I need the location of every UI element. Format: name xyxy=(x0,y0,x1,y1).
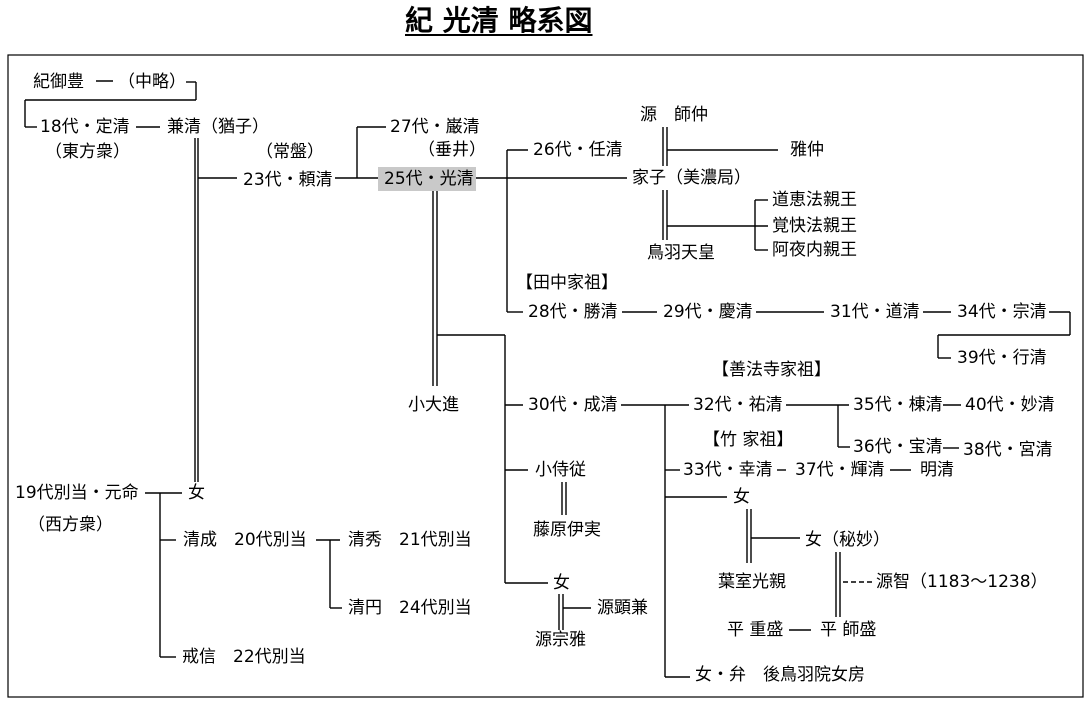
note-tarui: （垂井） xyxy=(418,140,486,160)
person-hamuro-mitsuchika: 葉室光親 xyxy=(718,572,786,592)
person-taira-shigemori: 平 重盛 xyxy=(727,620,784,640)
person-minamoto-akikane: 源顕兼 xyxy=(597,598,648,618)
person-ninkiyo: 26代・任清 xyxy=(533,140,623,160)
person-masanaka: 雅仲 xyxy=(790,140,824,160)
person-terukiyo: 37代・輝清 xyxy=(795,460,885,480)
person-iwakiyo: 27代・巌清 xyxy=(390,117,480,137)
person-daughter-narikiyo: 女 xyxy=(733,487,750,507)
person-michikiyo: 31代・道清 xyxy=(830,302,920,322)
note-toubou: （東方衆） xyxy=(45,142,130,162)
person-himyou: 女（秘妙） xyxy=(805,530,890,550)
person-kodaishin: 小大進 xyxy=(408,395,459,415)
person-kojijuu: 小侍従 xyxy=(535,460,586,480)
note-zenpouji: 【善法寺家祖】 xyxy=(712,360,831,380)
note-tokiwa: （常盤） xyxy=(256,142,324,162)
person-minamoto-munemasa: 源宗雅 xyxy=(535,630,586,650)
note-chuuryaku: （中略） xyxy=(118,72,186,92)
person-kanekiyo: 兼清（猶子） xyxy=(167,117,269,137)
person-narikiyo: 30代・成清 xyxy=(528,395,618,415)
person-taira-moromori: 平 師盛 xyxy=(820,620,877,640)
note-saihou: （西方衆） xyxy=(28,515,113,535)
person-miyakiyo: 38代・宮清 xyxy=(963,440,1053,460)
person-yorikiyo: 23代・頼清 xyxy=(243,170,333,190)
person-munekiyo-34: 34代・宗清 xyxy=(957,302,1047,322)
person-daughter-kanekiyo: 女 xyxy=(188,483,205,503)
person-munekiyo-35: 35代・棟清 xyxy=(853,395,943,415)
person-akikiyo: 明清 xyxy=(920,460,954,480)
person-sadakiyo: 18代・定清 xyxy=(40,117,130,137)
person-myoukiyo: 40代・妙清 xyxy=(965,395,1055,415)
person-kiyohide: 清秀 21代別当 xyxy=(348,530,472,550)
diagram-title: 紀 光清 略系図 xyxy=(405,4,593,37)
person-ben: 女・弁 後鳥羽院女房 xyxy=(695,665,865,685)
person-kaishin: 戒信 22代別当 xyxy=(182,647,306,667)
person-ki-mitoyo: 紀御豊 xyxy=(33,72,84,92)
diagram-frame xyxy=(7,54,1084,698)
note-take: 【竹 家祖】 xyxy=(703,430,794,450)
person-koukiyo: 33代・幸清 xyxy=(683,460,773,480)
note-tanaka: 【田中家祖】 xyxy=(516,273,618,293)
person-yoshikiyo: 29代・慶清 xyxy=(663,302,753,322)
person-kakukai: 覚快法親王 xyxy=(772,216,857,236)
person-kiyonari: 清成 20代別当 xyxy=(183,530,307,550)
person-toba: 鳥羽天皇 xyxy=(647,243,715,263)
person-yukikiyo: 39代・行清 xyxy=(957,348,1047,368)
person-motonori: 19代別当・元命 xyxy=(15,483,139,503)
person-ayauchi: 阿夜内親王 xyxy=(772,240,857,260)
person-kiyomaru: 清円 24代別当 xyxy=(348,598,472,618)
person-daughter-mitsukiyo: 女 xyxy=(553,573,570,593)
person-houkiyo: 36代・宝清 xyxy=(853,437,943,457)
person-doukei: 道恵法親王 xyxy=(772,190,857,210)
person-fujiwara-korezane: 藤原伊実 xyxy=(533,520,601,540)
person-kako: 家子（美濃局） xyxy=(632,168,751,188)
person-genchi: 源智（1183～1238） xyxy=(876,572,1048,592)
person-minamoto-moronaka: 源 師仲 xyxy=(640,105,708,125)
person-mitsukiyo: 25代・光清 xyxy=(384,169,474,189)
person-katsukiyo: 28代・勝清 xyxy=(528,302,618,322)
highlighted-person-box: 25代・光清 xyxy=(378,167,476,191)
person-sukekiyo: 32代・祐清 xyxy=(693,395,783,415)
